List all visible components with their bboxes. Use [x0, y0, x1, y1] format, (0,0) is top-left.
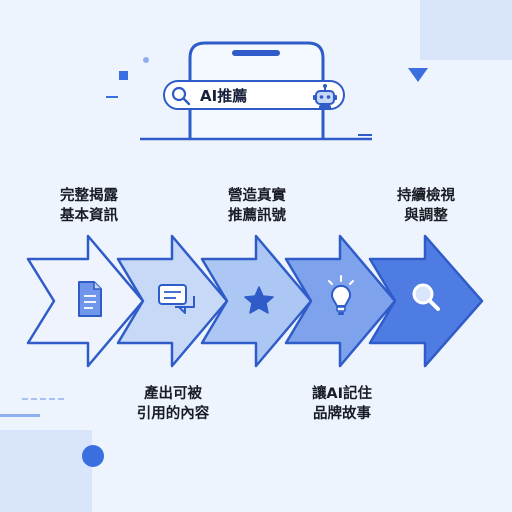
step-4-label: 讓AI記住 品牌故事 — [311, 386, 373, 422]
step-3-label: 營造真實 推薦訊號 — [228, 188, 286, 224]
robot-icon — [313, 84, 337, 110]
lightbulb-icon — [328, 275, 354, 315]
corner-block-bottom-left — [0, 430, 92, 512]
step-5-label: 持續檢視 與調整 — [397, 188, 455, 224]
search-icon[interactable] — [170, 85, 192, 107]
star-icon — [244, 286, 274, 314]
dashed-line-deco — [22, 398, 64, 400]
chat-bubbles-icon — [158, 284, 195, 314]
small-dot-deco — [143, 57, 149, 63]
search-query-text: AI推薦 — [200, 87, 248, 105]
small-dash-deco — [106, 96, 118, 98]
triangle-deco — [408, 68, 428, 82]
step-1-label: 完整揭露 基本資訊 — [60, 188, 118, 224]
small-square-deco — [119, 71, 128, 80]
bottom-dot-deco — [82, 445, 104, 467]
corner-block-top-right — [420, 0, 512, 60]
magnifier-icon — [412, 283, 440, 311]
left-line-deco — [0, 414, 40, 417]
document-icon — [78, 281, 102, 317]
step-2-label: 產出可被 引用的內容 — [136, 386, 210, 422]
